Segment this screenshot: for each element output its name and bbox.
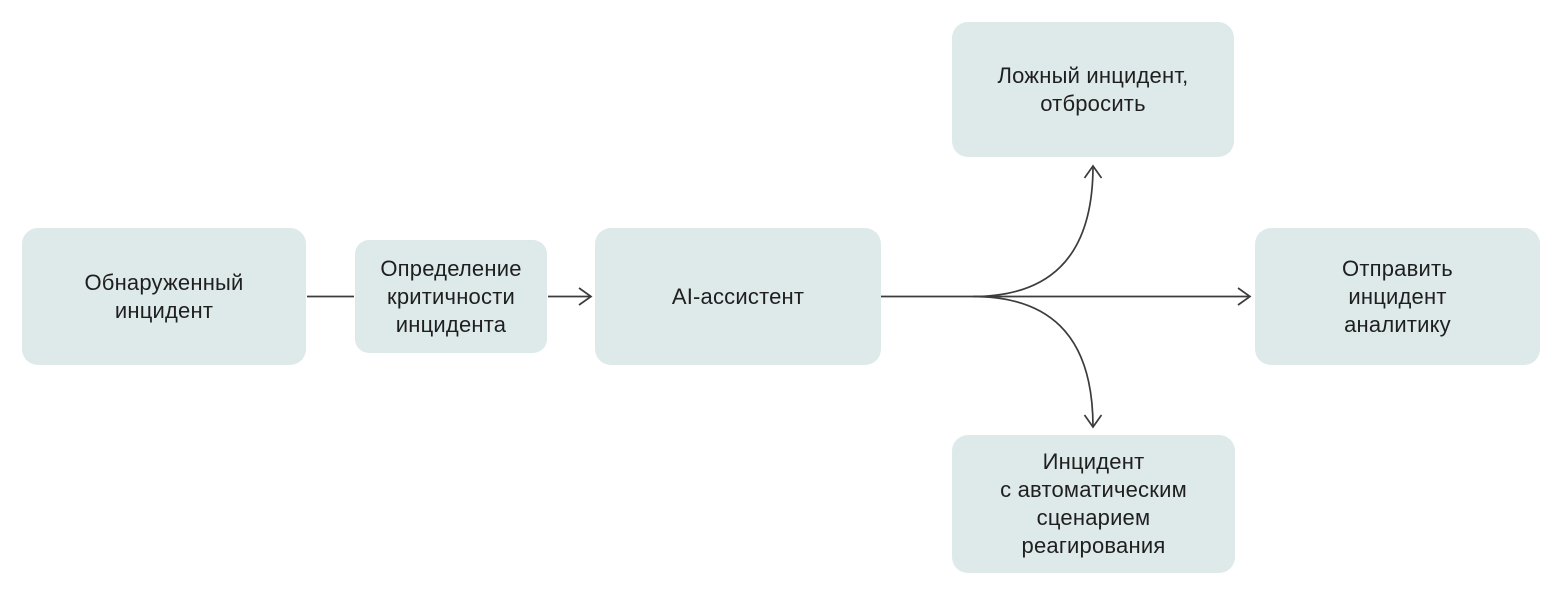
connector-ai-to-auto-response xyxy=(972,295,1103,429)
node-auto-response-incident: Инцидент с автоматическим сценарием реаг… xyxy=(952,435,1235,573)
node-detected-incident: Обнаруженный инцидент xyxy=(22,228,306,365)
node-false-incident: Ложный инцидент, отбросить xyxy=(952,22,1234,157)
node-send-to-analyst: Отправить инцидент аналитику xyxy=(1255,228,1540,365)
node-criticality-assessment: Определение критичности инцидента xyxy=(355,240,547,353)
connector-ai-to-false-incident xyxy=(972,164,1103,298)
node-ai-assistant: AI-ассистент xyxy=(595,228,881,365)
